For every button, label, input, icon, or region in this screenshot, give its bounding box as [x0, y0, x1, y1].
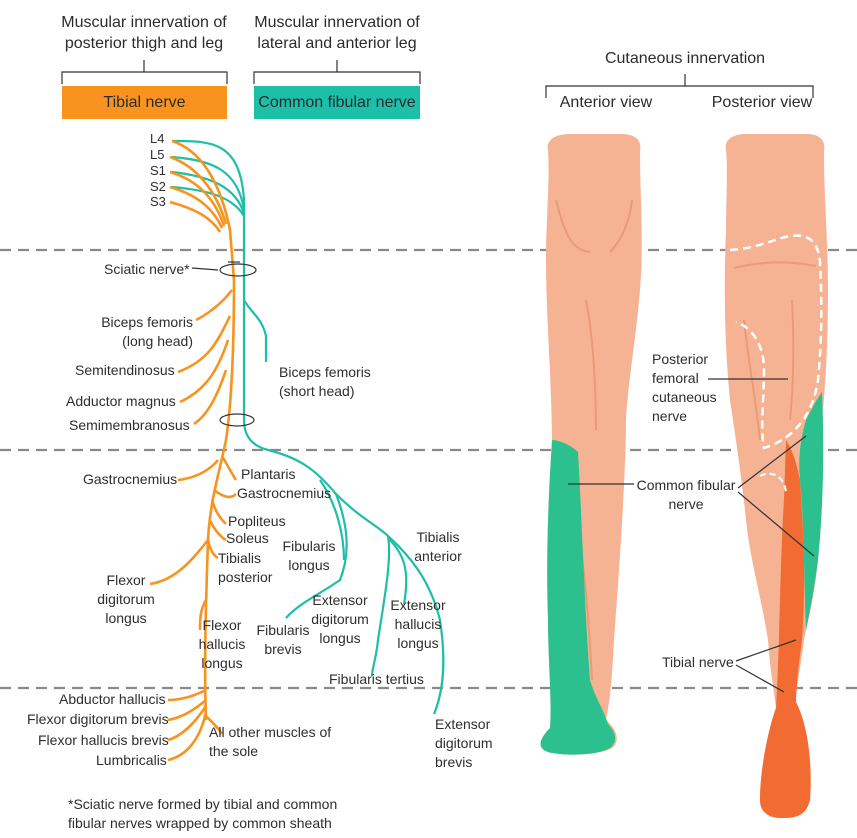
sciatic-nerve-label: Sciatic nerve* — [104, 261, 190, 277]
flexor-digitorum-longus-label: Flexor digitorum longus — [97, 572, 155, 626]
biceps-femoris-short-label: Biceps femoris (short head) — [279, 364, 371, 399]
root-label: L4 — [150, 131, 165, 146]
extensor-digitorum-longus-label: Extensor digitorum longus — [311, 592, 369, 646]
posterior-leg — [724, 134, 828, 818]
common-fibular-cutaneous-label: Common fibular nerve — [636, 477, 736, 512]
all-other-sole-muscles-label: All other muscles of the sole — [209, 724, 332, 759]
posterior-femoral-cutaneous-label: Posterior femoral cutaneous nerve — [652, 351, 717, 424]
semimembranosus-label: Semimembranosus — [69, 417, 190, 433]
flexor-hallucis-brevis-label: Flexor hallucis brevis — [38, 732, 169, 748]
posterior-view-label: Posterior view — [711, 94, 813, 111]
semitendinosus-label: Semitendinosus — [75, 362, 175, 378]
flexor-digitorum-brevis-label: Flexor digitorum brevis — [27, 711, 169, 727]
popliteus-label: Popliteus — [228, 513, 286, 529]
cutaneous-leaders — [568, 378, 815, 693]
root-label: S1 — [150, 163, 166, 178]
fibular-nerve-tree — [171, 139, 445, 715]
tibial-cutaneous-label: Tibial nerve — [662, 654, 734, 670]
root-label: S3 — [150, 194, 166, 209]
gastrocnemius-label: Gastrocnemius — [83, 471, 178, 487]
anterior-view-label: Anterior view — [559, 94, 653, 111]
footnote: *Sciatic nerve formed by tibial and comm… — [68, 796, 338, 831]
fibularis-tertius-label: Fibularis tertius — [329, 671, 424, 687]
root-label: L5 — [150, 147, 165, 162]
adductor-magnus-label: Adductor magnus — [66, 393, 176, 409]
fibularis-brevis-label: Fibularis brevis — [256, 622, 310, 657]
root-label: S2 — [150, 179, 166, 194]
tibialis-anterior-label: Tibialis anterior — [414, 529, 462, 564]
plantaris-label: Plantaris — [241, 466, 296, 482]
common-fibular-nerve-box: Common fibular nerve — [254, 86, 420, 119]
sheath-ellipses — [191, 261, 257, 427]
abductor-hallucis-label: Abductor hallucis — [59, 691, 166, 707]
gastrocnemius-label: Gastrocnemius — [237, 485, 332, 501]
header-posterior-muscles: Muscular innervation of posterior thigh … — [61, 14, 227, 52]
lumbricalis-label: Lumbricalis — [96, 752, 167, 768]
tibialis-posterior-label: Tibialis posterior — [218, 550, 273, 585]
anterior-leg — [540, 134, 642, 755]
flexor-hallucis-longus-label: Flexor hallucis longus — [198, 617, 246, 671]
biceps-femoris-long-label: Biceps femoris (long head) — [101, 314, 193, 349]
extensor-digitorum-brevis-label: Extensor digitorum brevis — [435, 716, 493, 770]
tibial-nerve-box: Tibial nerve — [62, 86, 227, 119]
extensor-hallucis-longus-label: Extensor hallucis longus — [390, 597, 446, 651]
header-lateral-muscles: Muscular innervation of lateral and ante… — [254, 14, 420, 52]
header-brackets — [61, 60, 814, 98]
tibial-nerve-tree — [149, 139, 238, 762]
soleus-label: Soleus — [226, 530, 269, 546]
fibularis-longus-label: Fibularis longus — [282, 538, 336, 573]
header-cutaneous: Cutaneous innervation — [604, 50, 766, 67]
